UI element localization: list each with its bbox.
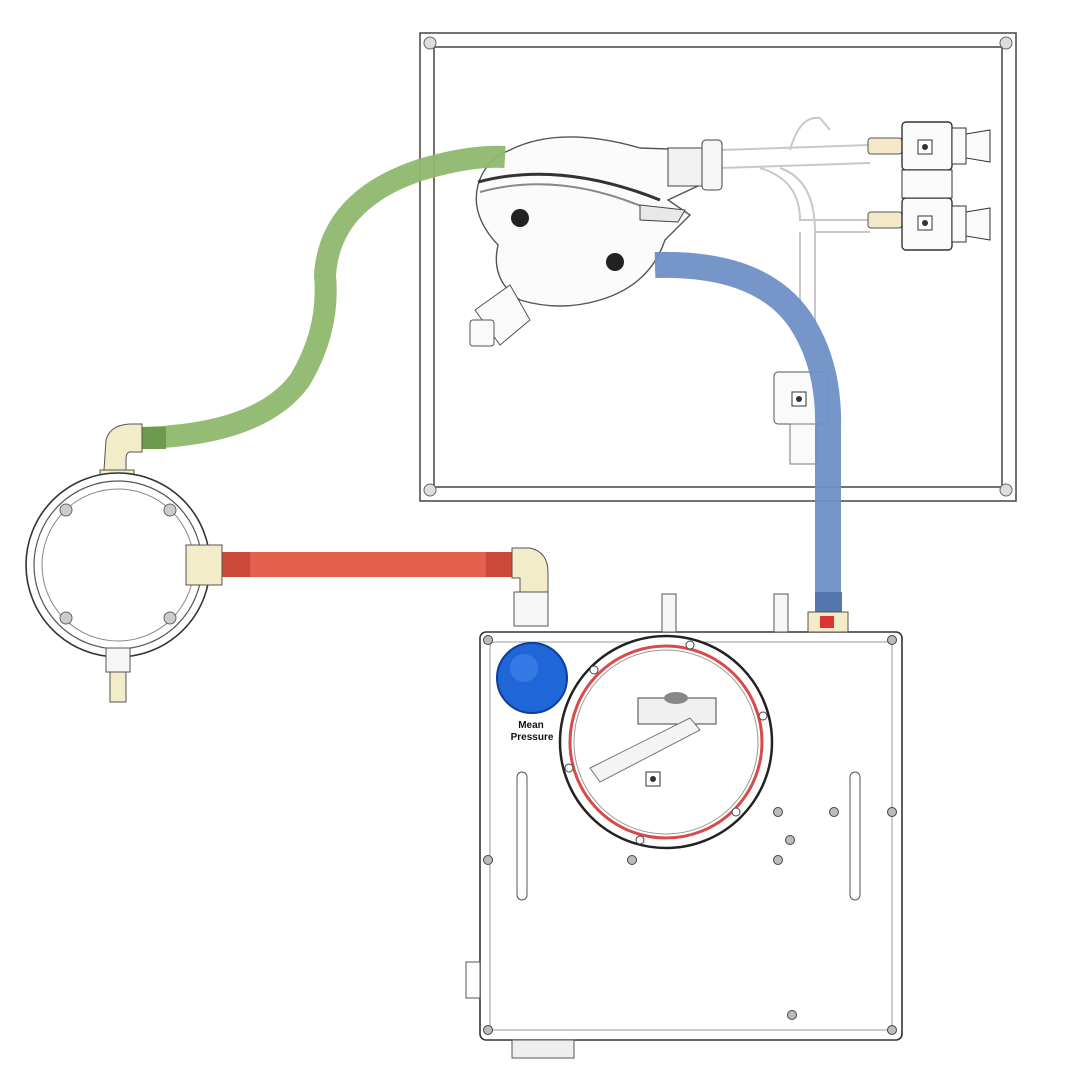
ring-chamber [25, 472, 223, 703]
mean-pressure-knob-icon[interactable] [496, 642, 568, 714]
blue-hose-icon [654, 251, 842, 614]
knob-label-line1: Mean [518, 720, 544, 731]
red-hose-icon [220, 552, 512, 577]
chamber-housing [469, 136, 723, 347]
manifold-tubing [719, 116, 871, 330]
solenoid-valve-lower [867, 169, 991, 251]
green-hose-icon [138, 145, 506, 449]
viewing-window [558, 634, 774, 850]
panel-screw-icon [423, 36, 1013, 497]
console-screw-icon [483, 635, 897, 1035]
elbow-fitting-red [511, 547, 549, 627]
knob-label-line2: Pressure [511, 732, 554, 743]
